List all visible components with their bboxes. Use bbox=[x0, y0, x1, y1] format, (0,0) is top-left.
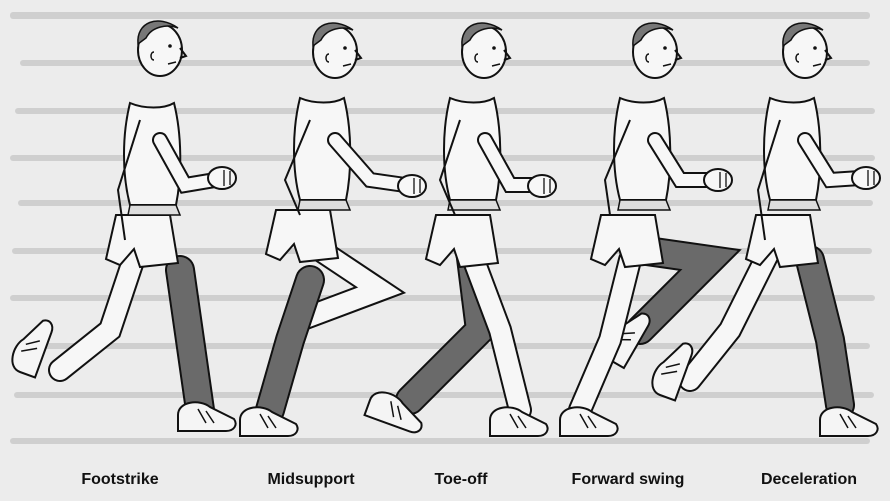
runner-toe-off bbox=[365, 23, 556, 436]
runner-deceleration bbox=[648, 23, 880, 436]
caption-footstrike: Footstrike bbox=[81, 471, 158, 489]
caption-toe-off: Toe-off bbox=[434, 471, 487, 489]
runner-footstrike bbox=[8, 21, 236, 431]
caption-midsupport: Midsupport bbox=[267, 471, 354, 489]
runner-midsupport bbox=[240, 23, 426, 436]
caption-forward-swing: Forward swing bbox=[572, 471, 685, 489]
caption-deceleration: Deceleration bbox=[761, 471, 857, 489]
